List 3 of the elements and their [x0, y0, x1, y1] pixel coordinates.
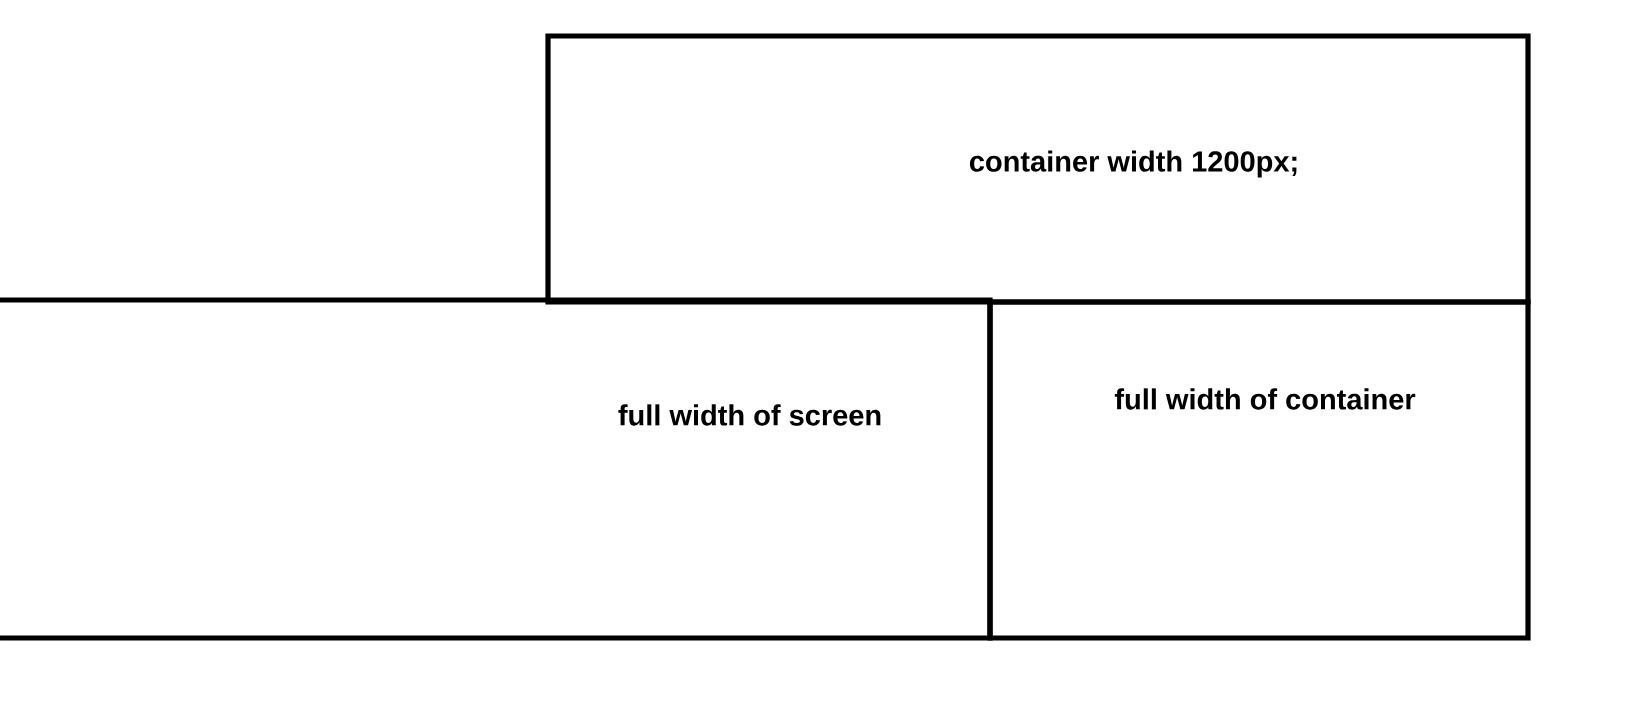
- box: full width of container: [987, 299, 1531, 641]
- box: container width 1200px;: [545, 33, 1531, 305]
- box: full width of screen: [0, 297, 993, 641]
